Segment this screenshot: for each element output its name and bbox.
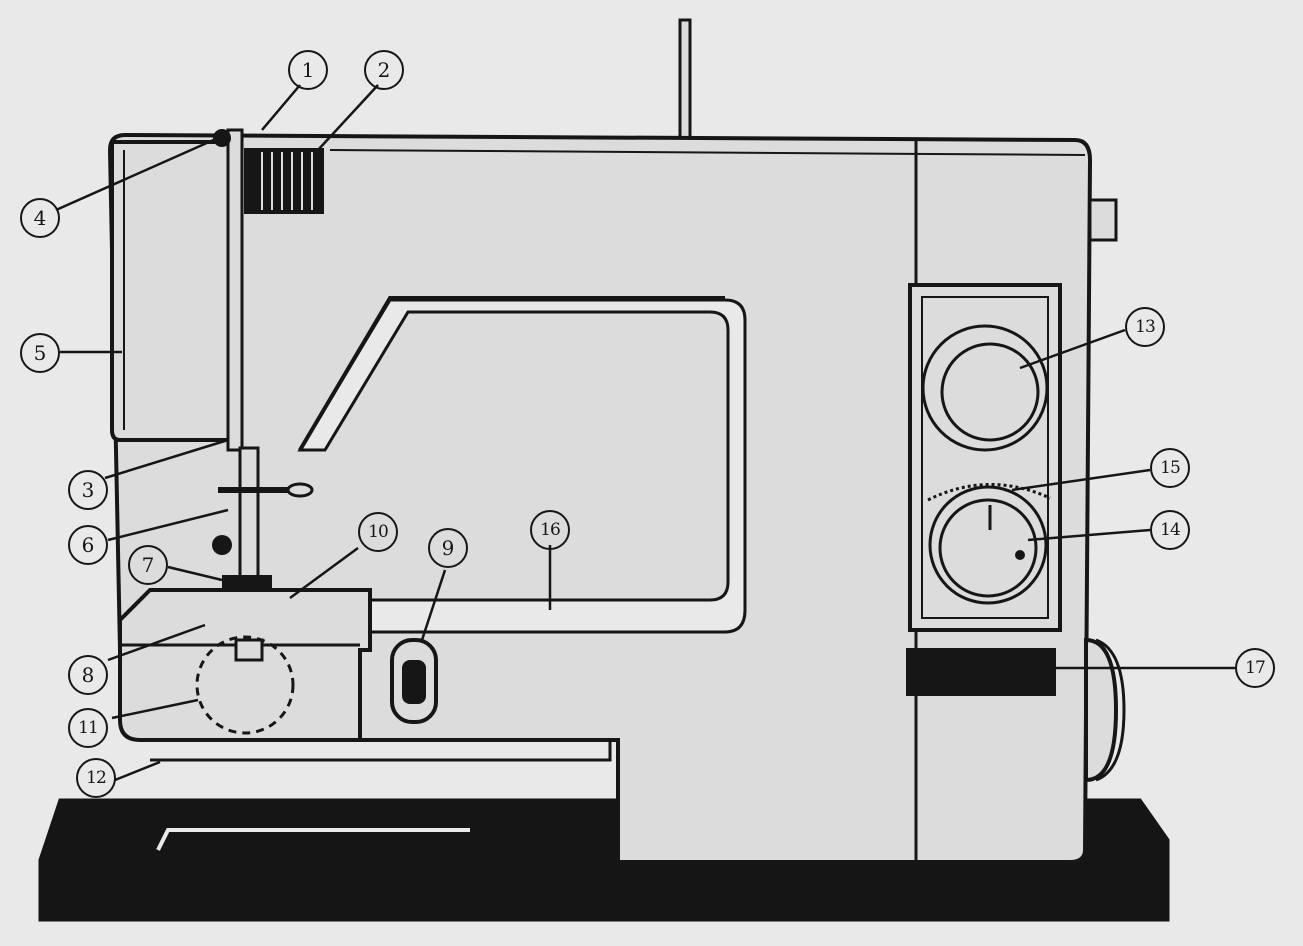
pattern-dial (921, 324, 1049, 452)
label-1: 1 (288, 50, 328, 90)
label-4-text: 4 (33, 206, 47, 230)
label-15: 15 (1150, 448, 1190, 488)
label-12: 12 (76, 758, 116, 798)
label-6: 6 (68, 525, 108, 565)
label-11: 11 (68, 708, 108, 748)
label-6-text: 6 (81, 533, 95, 557)
label-16-text: 16 (540, 520, 561, 540)
panel-strip (906, 648, 1056, 696)
label-5-text: 5 (33, 341, 47, 365)
label-17-text: 17 (1245, 658, 1266, 678)
label-14-text: 14 (1160, 520, 1181, 540)
tension-dial (244, 148, 324, 214)
label-9: 9 (428, 528, 468, 568)
label-2: 2 (364, 50, 404, 90)
label-2-text: 2 (377, 58, 391, 82)
handwheel (1084, 637, 1119, 783)
stitch-length-dial (928, 485, 1048, 605)
machine-body (107, 132, 1093, 864)
label-12-text: 12 (86, 768, 107, 788)
label-10: 10 (358, 512, 398, 552)
spool-pin (678, 18, 692, 142)
label-3: 3 (68, 470, 108, 510)
bobbin-outline (195, 635, 295, 735)
label-1-text: 1 (301, 58, 315, 82)
label-17: 17 (1235, 648, 1275, 688)
needle-bar (226, 128, 244, 452)
free-arm (118, 588, 372, 742)
label-8: 8 (68, 655, 108, 695)
label-15-text: 15 (1160, 458, 1181, 478)
base-slot (156, 828, 470, 851)
label-16: 16 (530, 510, 570, 550)
label-14: 14 (1150, 510, 1190, 550)
label-7-text: 7 (141, 553, 155, 577)
label-3-text: 3 (81, 478, 95, 502)
face-plate (110, 140, 242, 442)
label-7: 7 (128, 545, 168, 585)
label-11-text: 11 (78, 718, 99, 738)
label-13-text: 13 (1135, 317, 1156, 337)
label-8-text: 8 (81, 663, 95, 687)
label-10-text: 10 (368, 522, 389, 542)
label-9-text: 9 (441, 536, 455, 560)
label-4: 4 (20, 198, 60, 238)
label-5: 5 (20, 333, 60, 373)
label-13: 13 (1125, 307, 1165, 347)
